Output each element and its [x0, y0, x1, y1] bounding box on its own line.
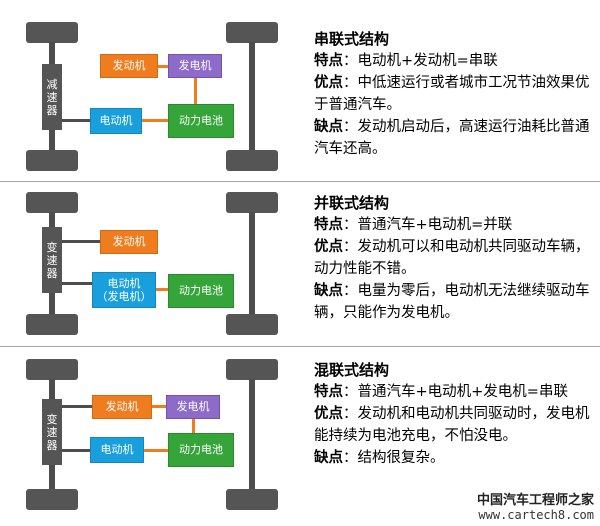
- gearbox-box: 变速器: [42, 399, 62, 465]
- rear-axle: [249, 379, 255, 489]
- gearbox-motor-shaft: [62, 282, 92, 285]
- battery-box: 动力电池: [168, 104, 234, 138]
- engine-box: 发动机: [92, 395, 152, 419]
- motor-battery-link: [144, 449, 168, 452]
- motor-box: 电动机: [90, 108, 142, 134]
- generator-battery-link: [192, 419, 195, 433]
- parallel-structure-panel: 变速器 发动机 电动机（发电机） 动力电池 并联式结构 特点：普通汽车+电动机=…: [0, 182, 600, 346]
- wheel-icon: [226, 359, 278, 380]
- pro-line: 优点：发动机和电动机共同驱动时，发电机能持续为电池充电，不怕没电。: [314, 406, 590, 444]
- wheel-icon: [26, 22, 78, 43]
- wheel-icon: [226, 314, 278, 335]
- gearbox-motor-shaft: [62, 449, 90, 452]
- gearbox-engine-shaft: [62, 240, 100, 243]
- parallel-description: 并联式结构 特点：普通汽车+电动机=并联 优点：发动机可以和电动机共同驱动车辆，…: [314, 192, 598, 324]
- rear-axle: [249, 212, 255, 314]
- pro-line: 优点：发动机可以和电动机共同驱动车辆，动力性能不错。: [314, 239, 590, 277]
- watermark-site-name: 中国汽车工程师之家: [476, 493, 594, 508]
- rear-axle: [249, 42, 255, 150]
- gearbox-engine-shaft: [62, 405, 92, 408]
- feature-line: 特点：普通汽车+电动机=并联: [314, 217, 513, 233]
- pro-line: 优点：中低速运行或者城市工况节油效果优于普通汽车。: [314, 75, 590, 113]
- watermark-url: www.cartech8.com: [478, 508, 594, 522]
- section-title: 串联式结构: [314, 30, 390, 48]
- reducer-motor-shaft: [62, 119, 90, 122]
- engine-generator-link: [152, 405, 166, 408]
- motor-battery-link: [156, 288, 168, 291]
- series-description: 串联式结构 特点：电动机+发动机=串联 优点：中低速运行或者城市工况节油效果优于…: [314, 28, 598, 160]
- section-title: 混联式结构: [314, 361, 390, 379]
- reducer-box: 减速器: [42, 64, 62, 130]
- con-line: 缺点：电量为零后，电动机无法继续驱动车辆，只能作为发电机。: [314, 283, 590, 321]
- motor-battery-link: [142, 119, 168, 122]
- feature-line: 特点：电动机+发动机=串联: [314, 53, 498, 69]
- hybrid-structure-panel: 变速器 发动机 发电机 电动机 动力电池 混联式结构 特点：普通汽车+电动机+发…: [0, 347, 600, 526]
- motor-generator-box: 电动机（发电机）: [92, 272, 156, 308]
- hybrid-diagram: 变速器 发动机 发电机 电动机 动力电池: [18, 347, 278, 522]
- wheel-icon: [226, 22, 278, 43]
- con-line: 缺点：发动机启动后，高速运行油耗比普通汽车还高。: [314, 119, 590, 157]
- engine-generator-link: [158, 65, 168, 68]
- site-watermark: 中国汽车工程师之家 www.cartech8.com: [477, 489, 594, 522]
- feature-line: 特点：普通汽车+电动机+发电机=串联: [314, 384, 568, 400]
- wheel-icon: [26, 314, 78, 335]
- hybrid-description: 混联式结构 特点：普通汽车+电动机+发电机=串联 优点：发动机和电动机共同驱动时…: [314, 359, 598, 469]
- wheel-icon: [226, 489, 278, 510]
- battery-box: 动力电池: [168, 433, 234, 467]
- wheel-icon: [226, 150, 278, 171]
- section-title: 并联式结构: [314, 194, 390, 212]
- series-structure-panel: 减速器 发动机 发电机 电动机 动力电池 串联式结构 特点：电动机+发动机=串联…: [0, 0, 600, 180]
- con-line: 缺点：结构很复杂。: [314, 450, 445, 466]
- section-divider: [0, 181, 600, 182]
- generator-box: 发电机: [168, 54, 222, 78]
- section-divider: [0, 346, 600, 347]
- motor-box: 电动机: [90, 437, 144, 463]
- engine-box: 发动机: [100, 54, 158, 78]
- gearbox-box: 变速器: [42, 227, 62, 293]
- wheel-icon: [26, 489, 78, 510]
- generator-box: 发电机: [166, 395, 220, 419]
- wheel-icon: [26, 150, 78, 171]
- wheel-icon: [26, 192, 78, 213]
- engine-box: 发动机: [100, 230, 158, 254]
- wheel-icon: [226, 192, 278, 213]
- parallel-diagram: 变速器 发动机 电动机（发电机） 动力电池: [18, 182, 278, 357]
- wheel-icon: [26, 359, 78, 380]
- generator-battery-link: [194, 78, 197, 104]
- battery-box: 动力电池: [168, 274, 234, 308]
- series-diagram: 减速器 发动机 发电机 电动机 动力电池: [18, 0, 278, 175]
